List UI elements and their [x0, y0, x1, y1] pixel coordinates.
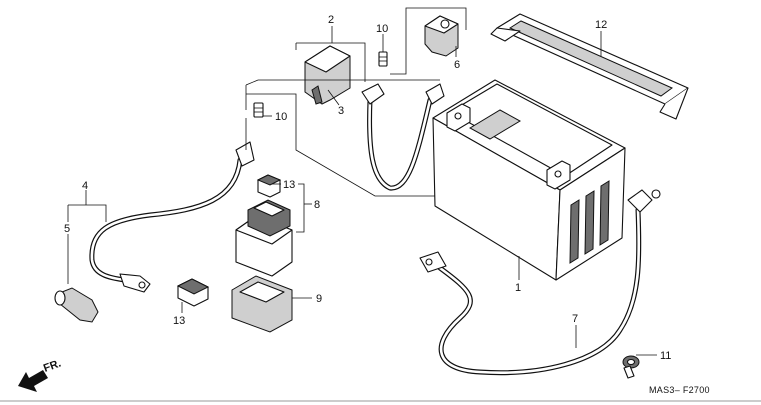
cable-boot-part: [54, 287, 99, 323]
callout-5: 5: [64, 223, 70, 235]
callout-2: 2: [328, 14, 334, 26]
battery-strap-part: [490, 13, 689, 120]
positive-cable-part: [361, 83, 445, 191]
terminal-cover-part: [304, 45, 351, 105]
terminal-cap-part: [424, 15, 459, 57]
callout-3: 3: [338, 105, 344, 117]
callout-13-upper: 13: [283, 179, 295, 191]
leader-lines: [67, 7, 657, 356]
bolt-part-lower: [253, 102, 264, 118]
callout-10-upper: 10: [376, 23, 388, 35]
relay-cable-part: [89, 141, 255, 293]
drawing-code: MAS3– F2700: [649, 385, 710, 395]
callout-6: 6: [454, 59, 460, 71]
cable-clamp-part: [622, 355, 640, 379]
fuse-part-upper: [256, 174, 282, 198]
callout-12: 12: [595, 19, 607, 31]
callout-9: 9: [316, 293, 322, 305]
starter-relay-part: [235, 199, 293, 277]
front-direction-arrow-icon: [18, 370, 48, 392]
callout-7: 7: [572, 313, 578, 325]
callout-1: 1: [515, 282, 521, 294]
negative-cable-part: [419, 189, 661, 376]
fuse-part-lower: [176, 278, 210, 307]
callout-8: 8: [314, 199, 320, 211]
relay-cover-part: [231, 275, 293, 333]
callout-11: 11: [660, 350, 671, 362]
callout-4: 4: [82, 180, 88, 192]
front-direction-label: FR.: [42, 357, 63, 374]
bolt-part-upper: [378, 51, 388, 67]
battery-part: [432, 79, 626, 281]
callout-10-lower: 10: [275, 111, 287, 123]
callout-13-lower: 13: [173, 315, 185, 327]
